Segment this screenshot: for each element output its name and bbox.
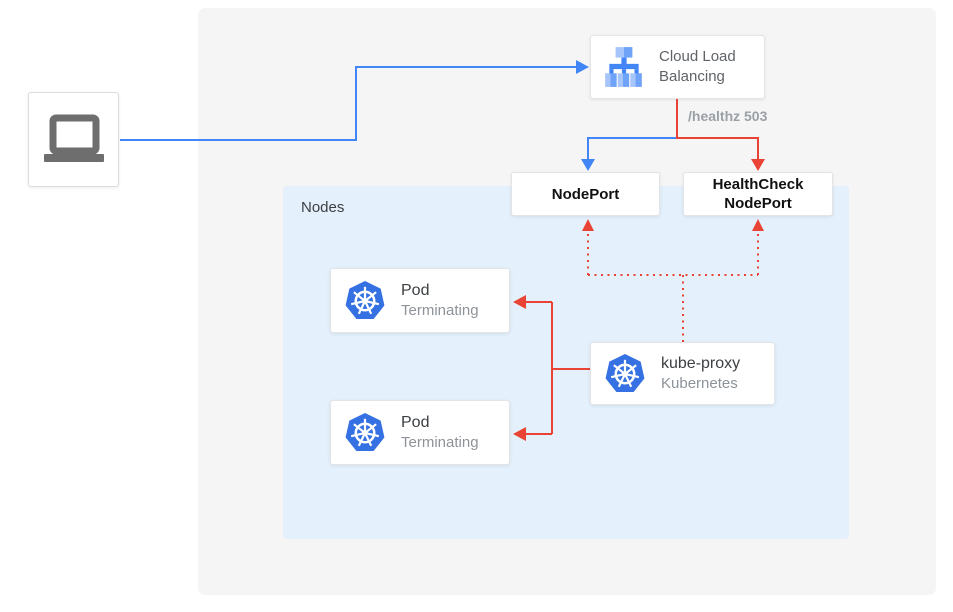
pod-text: Pod Terminating — [401, 281, 479, 321]
client-node — [28, 92, 119, 187]
healthz-status-label: /healthz 503 — [688, 108, 768, 124]
healthcheck-nodeport-node: HealthCheck NodePort — [683, 172, 833, 216]
kube-proxy-text: kube-proxy Kubernetes — [661, 354, 740, 394]
pod-status: Terminating — [401, 433, 479, 451]
kubernetes-icon — [345, 280, 385, 319]
pod-text: Pod Terminating — [401, 413, 479, 453]
pod-node-1: Pod Terminating — [330, 268, 510, 333]
healthcheck-nodeport-label: HealthCheck NodePort — [712, 176, 804, 212]
kubernetes-icon — [345, 412, 385, 451]
kube-proxy-node: kube-proxy Kubernetes — [590, 342, 775, 405]
laptop-icon — [43, 114, 104, 162]
kube-proxy-subtitle: Kubernetes — [661, 374, 738, 392]
kubernetes-icon — [605, 353, 645, 392]
nodeport-node: NodePort — [511, 172, 660, 216]
cloud-load-balancing-icon — [605, 47, 642, 87]
pod-node-2: Pod Terminating — [330, 400, 510, 465]
nodes-group-label: Nodes — [301, 199, 345, 216]
pod-title: Pod — [401, 281, 430, 299]
cloud-load-balancing-label: Cloud Load Balancing — [659, 48, 736, 85]
cloud-load-balancing-node: Cloud Load Balancing — [590, 35, 765, 99]
pod-title: Pod — [401, 413, 430, 431]
nodeport-label: NodePort — [551, 185, 620, 203]
kube-proxy-title: kube-proxy — [661, 354, 741, 372]
pod-status: Terminating — [401, 301, 479, 319]
